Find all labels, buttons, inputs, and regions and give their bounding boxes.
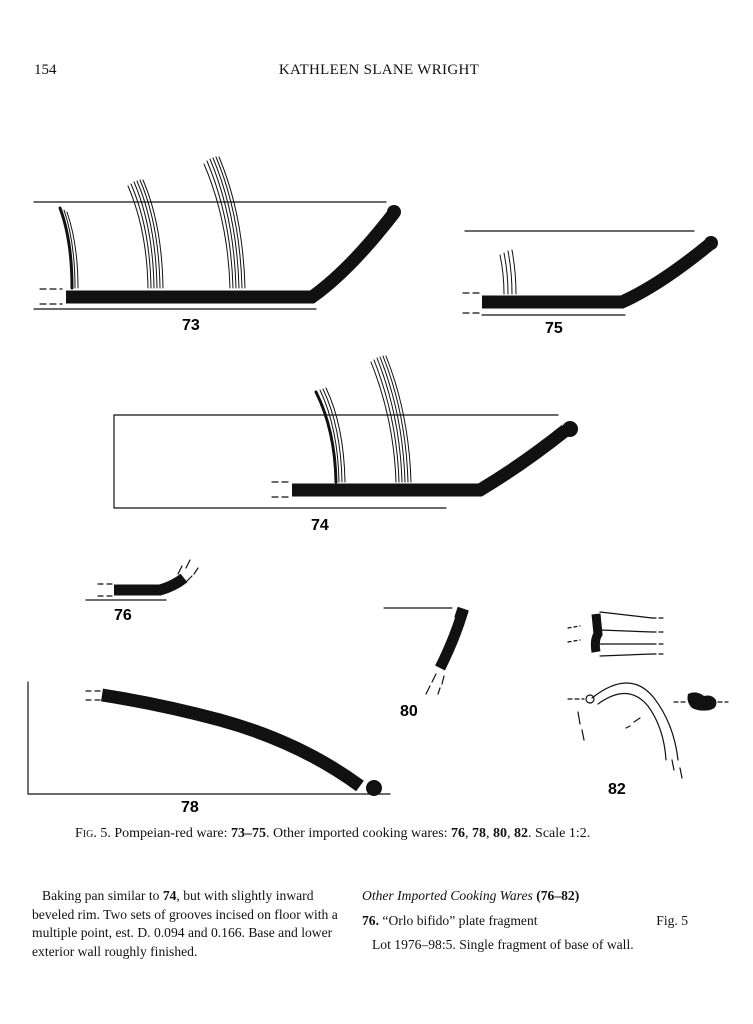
caption-text: . Scale 1:2.	[528, 826, 591, 841]
plate-label-82: 82	[608, 781, 626, 798]
profile-73	[33, 156, 401, 310]
catalog-entry-76: 76. “Orlo bifido” plate fragment Fig. 5	[362, 912, 722, 932]
plate-label-75: 75	[545, 320, 563, 337]
left-paragraph: Baking pan similar to 74, but with sligh…	[32, 887, 342, 961]
profile-76	[85, 559, 199, 601]
section-range: (76–82)	[536, 888, 580, 903]
entry-number: 76.	[362, 912, 379, 928]
plate-label-73: 73	[182, 317, 200, 334]
profile-82	[567, 611, 729, 779]
caption-fig-label: Fig. 5.	[75, 826, 111, 841]
figure-5-profiles: 73 75 74 76 80 78 82	[27, 156, 729, 816]
caption-ref: 73–75	[230, 826, 266, 841]
plate-label-74: 74	[311, 517, 329, 534]
profile-80	[383, 606, 469, 695]
left-ref: 74	[162, 888, 177, 903]
caption-sep: ,	[486, 826, 494, 841]
entry-lot: Lot 1976–98:5. Single fragment of base o…	[372, 936, 634, 952]
entry-fig-ref: Fig. 5	[656, 912, 688, 928]
caption-text: . Other imported cooking wares:	[265, 826, 452, 841]
page-number: 154	[34, 62, 57, 78]
caption-sep: ,	[465, 826, 473, 841]
caption-text: Pompeian-red ware:	[114, 826, 231, 841]
profile-75	[462, 230, 718, 316]
profile-78	[27, 681, 391, 796]
left-column: Baking pan similar to 74, but with sligh…	[32, 887, 342, 961]
running-head-author: KATHLEEN SLANE WRIGHT	[278, 62, 480, 78]
left-text: , but with slightly inward beveled rim. …	[32, 888, 338, 959]
right-column: Other Imported Cooking Wares (76–82) 76.…	[362, 887, 722, 954]
section-title: Other Imported Cooking Wares	[362, 888, 533, 903]
plate-label-76: 76	[114, 607, 132, 624]
caption-ref: 80	[493, 826, 508, 841]
left-text: Baking pan similar to	[42, 888, 163, 903]
entry-title: “Orlo bifido” plate fragment	[382, 912, 538, 928]
figure-caption: Fig. 5. Pompeian-red ware: 73–75. Other …	[75, 826, 715, 842]
caption-ref: 82	[514, 826, 529, 841]
caption-sep: ,	[507, 826, 515, 841]
caption-ref: 76	[451, 826, 466, 841]
caption-ref: 78	[472, 826, 487, 841]
plate-label-78: 78	[181, 799, 199, 816]
section-heading: Other Imported Cooking Wares (76–82)	[362, 887, 722, 906]
profile-74	[113, 355, 578, 509]
plate-label-80: 80	[400, 703, 418, 720]
